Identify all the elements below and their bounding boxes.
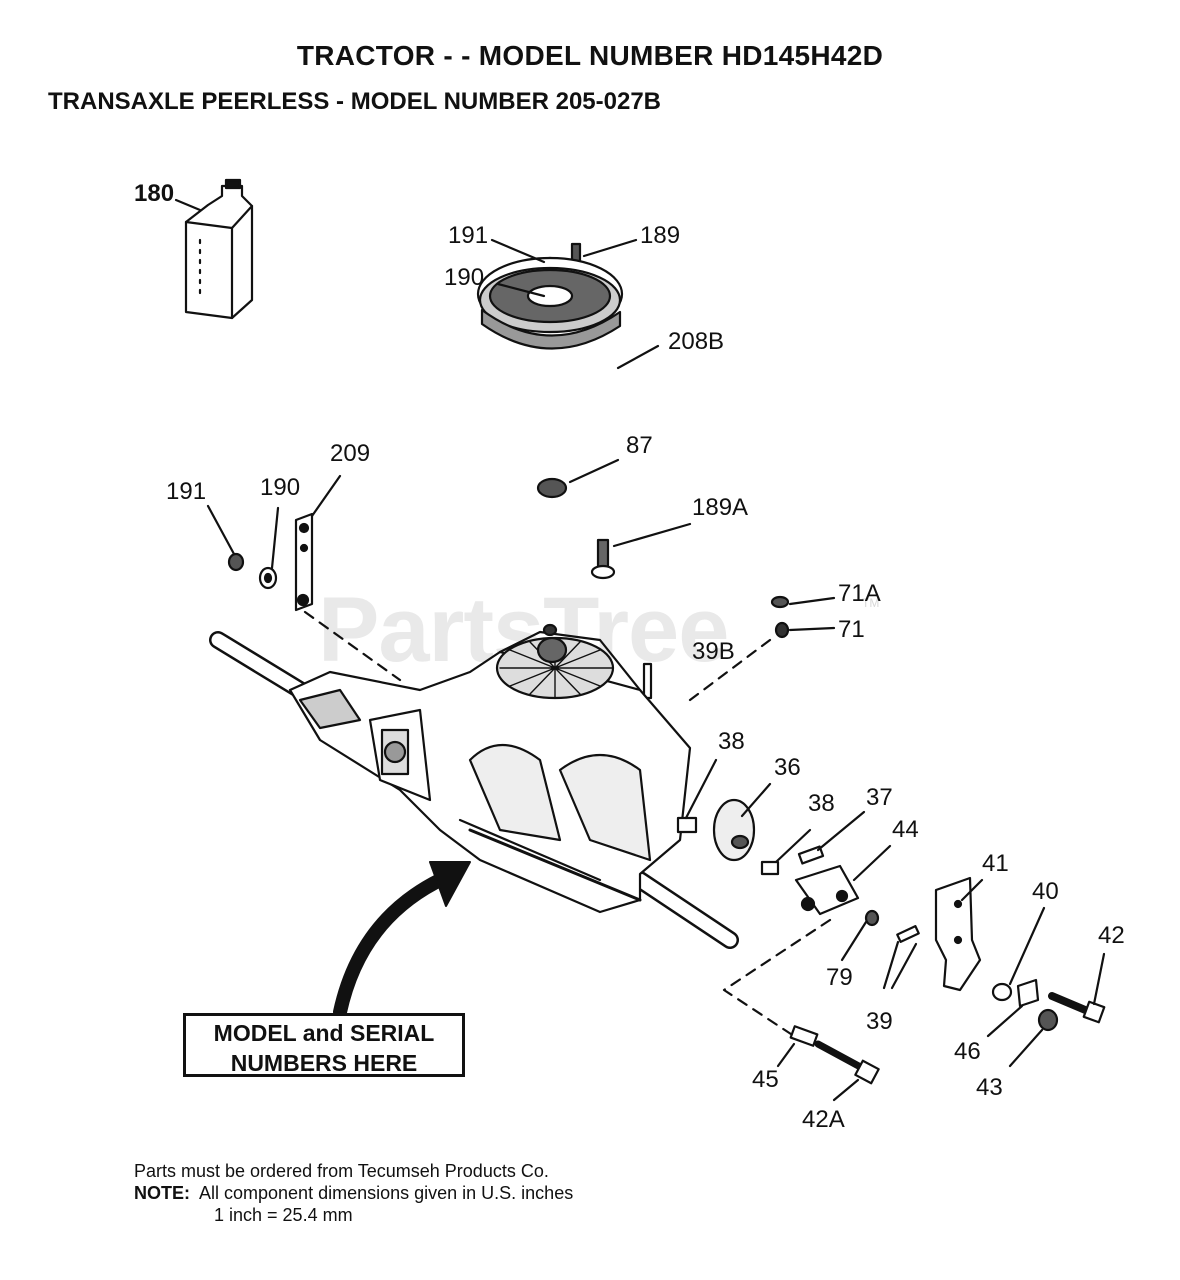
watermark-trademark: TM: [862, 596, 880, 610]
page-subtitle: TRANSAXLE PEERLESS - MODEL NUMBER 205-02…: [48, 88, 662, 115]
bracket-41: [934, 876, 982, 992]
callout-180: 180: [134, 180, 175, 207]
spring-79: [864, 909, 880, 927]
footer-conversion: 1 inch = 25.4 mm: [214, 1205, 353, 1225]
nut-43: [1037, 1008, 1059, 1032]
clip-46: [1016, 978, 1040, 1008]
callout-38b: 38: [808, 790, 835, 817]
callout-71: 71: [838, 616, 865, 643]
serial-box-line-2: NUMBERS HERE: [230, 1050, 418, 1076]
serial-arrow: [333, 873, 447, 1019]
nut-71: [774, 621, 790, 639]
callout-38: 38: [718, 728, 745, 755]
footer-order-note: Parts must be ordered from Tecumseh Prod…: [134, 1161, 549, 1181]
transaxle-axle: [209, 631, 739, 949]
callout-190: 190: [260, 474, 301, 501]
callout-43: 43: [976, 1074, 1003, 1101]
callout-191: 191: [166, 478, 207, 505]
callout-46: 46: [954, 1038, 981, 1065]
callout-191-top: 191: [448, 222, 489, 249]
callout-87: 87: [626, 432, 653, 459]
oil-bottle-part: [184, 178, 254, 320]
callout-42a: 42A: [802, 1106, 845, 1133]
page-title: TRACTOR - - MODEL NUMBER HD145H42D: [296, 40, 884, 71]
callout-79: 79: [826, 964, 853, 991]
footer-dimension-note: NOTE: All component dimensions given in …: [134, 1182, 573, 1204]
callout-40: 40: [1032, 878, 1059, 905]
key-38b: [760, 860, 780, 876]
model-serial-box: MODEL and SERIAL NUMBERS HERE: [183, 1013, 465, 1077]
spacer-45: [789, 1025, 819, 1047]
callout-189: 189: [640, 222, 681, 249]
callout-44: 44: [892, 816, 919, 843]
callout-41: 41: [982, 850, 1009, 877]
cooling-fan: [495, 623, 615, 700]
note-text: All component dimensions given in U.S. i…: [190, 1183, 574, 1203]
callout-39: 39: [866, 1008, 893, 1035]
callout-71a: 71A: [838, 580, 881, 607]
bearing-87: [536, 477, 568, 499]
bolt-42: [1048, 992, 1106, 1024]
pin-39b: [642, 662, 653, 700]
transaxle-housing: [288, 630, 692, 914]
callout-42: 42: [1098, 922, 1125, 949]
callout-45: 45: [752, 1066, 779, 1093]
serial-box-line-1: MODEL and SERIAL: [213, 1020, 435, 1046]
bolt-189a: [590, 538, 616, 580]
callout-36: 36: [774, 754, 801, 781]
nut-71a: [770, 595, 790, 609]
callout-208b: 208B: [668, 328, 725, 355]
brake-44: [794, 864, 860, 916]
washer-40: [991, 982, 1013, 1002]
bolt-42a: [814, 1040, 880, 1085]
control-arm-209: [227, 512, 314, 612]
callout-190-top: 190: [444, 264, 485, 291]
callout-37: 37: [866, 784, 893, 811]
pulley-208b: [476, 256, 624, 350]
part-37: [797, 845, 825, 865]
note-label: NOTE:: [134, 1183, 190, 1203]
key-38: [676, 816, 698, 834]
callout-39b: 39B: [692, 638, 735, 665]
callout-209: 209: [330, 440, 371, 467]
callout-189a: 189A: [692, 494, 749, 521]
footer-notes: Parts must be ordered from Tecumseh Prod…: [134, 1160, 573, 1226]
pin-39: [896, 925, 920, 943]
